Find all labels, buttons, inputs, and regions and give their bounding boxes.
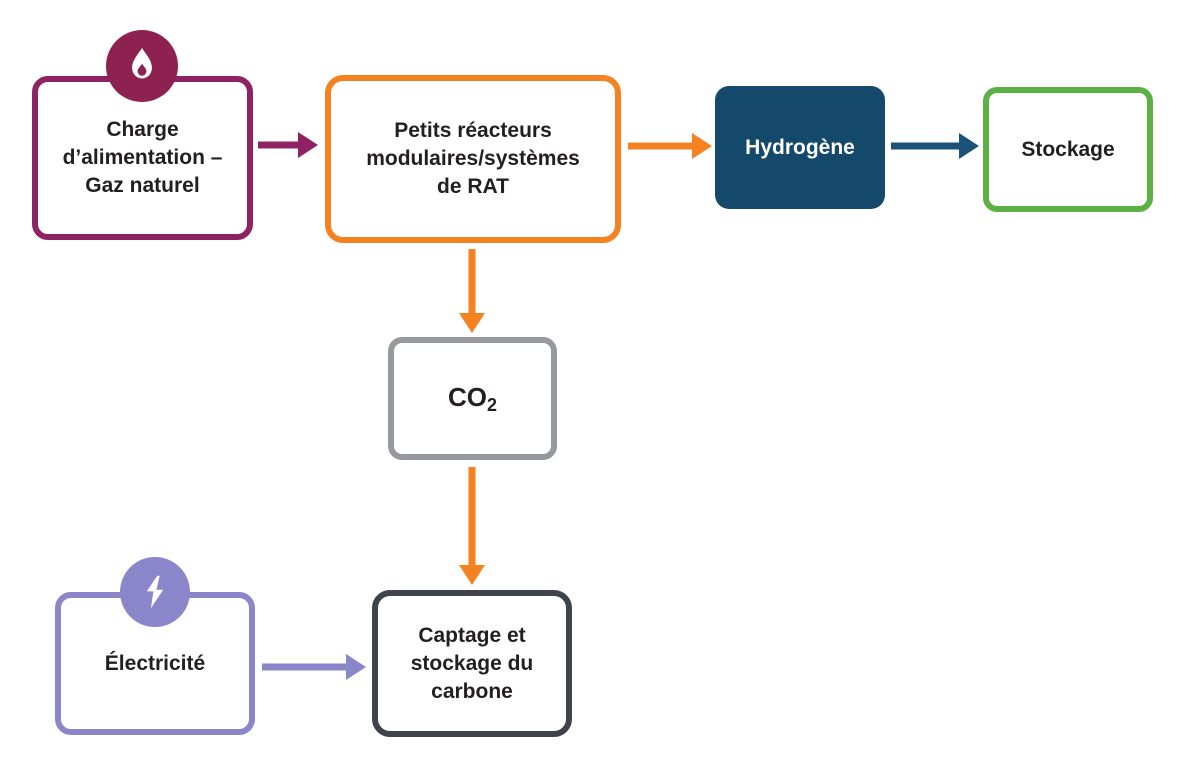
- node-co2-label-subscript: 2: [486, 395, 497, 415]
- node-storage: Stockage: [983, 87, 1153, 212]
- node-carbon-capture-storage-label: Captage et stockage du carbone: [410, 623, 534, 703]
- node-natural-gas-feedstock-label: Charge d’alimentation – Gaz naturel: [62, 118, 223, 197]
- arrow-feedstock-to-reactors: [258, 132, 318, 158]
- arrow-hydrogen-to-storage: [891, 133, 979, 159]
- node-co2-label: CO2: [447, 382, 497, 415]
- node-carbon-capture-storage: Captage et stockage du carbone: [372, 590, 572, 737]
- flame-icon: [106, 30, 178, 102]
- arrow-electricity-to-capture: [262, 654, 366, 680]
- node-co2-label-main: CO: [447, 382, 487, 412]
- arrow-co2-to-capture: [459, 467, 485, 585]
- node-co2: CO2: [388, 337, 557, 460]
- arrow-reactors-to-hydrogen: [628, 133, 712, 159]
- node-electricity-label: Électricité: [104, 651, 206, 675]
- node-hydrogen-label: Hydrogène: [745, 135, 855, 159]
- node-small-modular-reactors-label: Petits réacteurs modulaires/systèmes de …: [366, 119, 580, 198]
- arrow-reactors-to-co2: [459, 249, 485, 333]
- lightning-bolt-icon: [120, 557, 190, 627]
- node-hydrogen: Hydrogène: [715, 86, 885, 209]
- node-small-modular-reactors: Petits réacteurs modulaires/systèmes de …: [325, 75, 621, 243]
- node-natural-gas-feedstock: Charge d’alimentation – Gaz naturel: [32, 76, 253, 240]
- node-storage-label: Stockage: [1021, 137, 1115, 161]
